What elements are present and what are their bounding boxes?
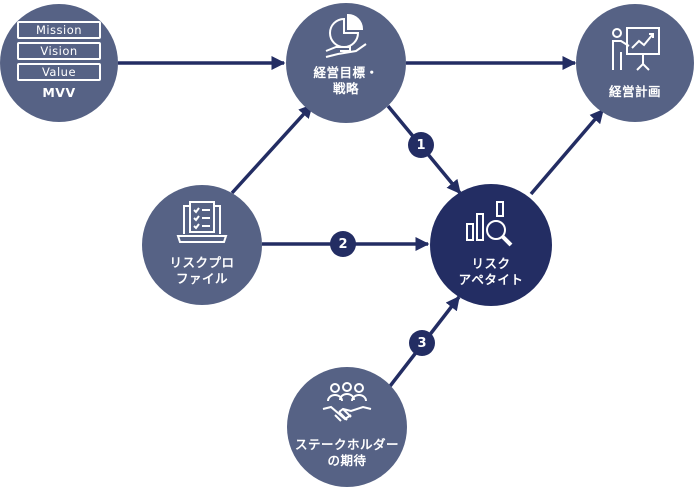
plan-label: 経営計画 (608, 84, 661, 99)
vision-box: Vision (17, 42, 101, 60)
stakeholders-node: ステークホルダー の期待 (287, 367, 407, 487)
presentation-chart-icon (612, 27, 660, 71)
badge-3: 3 (409, 330, 435, 356)
arrow-profile-to-goals (230, 103, 314, 195)
goals-label: 経営目標・ 戦略 (313, 65, 379, 96)
laptop-checklist-icon (176, 201, 228, 243)
mission-box: Mission (17, 21, 101, 39)
plan-node: 経営計画 (576, 4, 694, 122)
risk-appetite-label: リスク アペタイト (458, 256, 524, 287)
mvv-label: MVV (42, 85, 76, 100)
risk-profile-node: リスクプロ ファイル (142, 185, 262, 305)
goals-node: 経営目標・ 戦略 (286, 3, 406, 123)
pie-chart-hand-icon (325, 13, 367, 58)
badge-1: 1 (408, 132, 434, 158)
arrow-appetite-to-plan (529, 108, 605, 196)
handshake-people-icon (322, 382, 372, 422)
risk-profile-label: リスクプロ ファイル (169, 255, 235, 286)
badge-2: 2 (330, 231, 356, 257)
bar-chart-magnifier-icon (466, 201, 513, 247)
mvv-node: Mission Vision Value MVV (0, 4, 118, 122)
stakeholders-label: ステークホルダー の期待 (294, 437, 399, 468)
risk-appetite-node: リスク アペタイト (430, 184, 552, 306)
value-box: Value (17, 63, 101, 81)
